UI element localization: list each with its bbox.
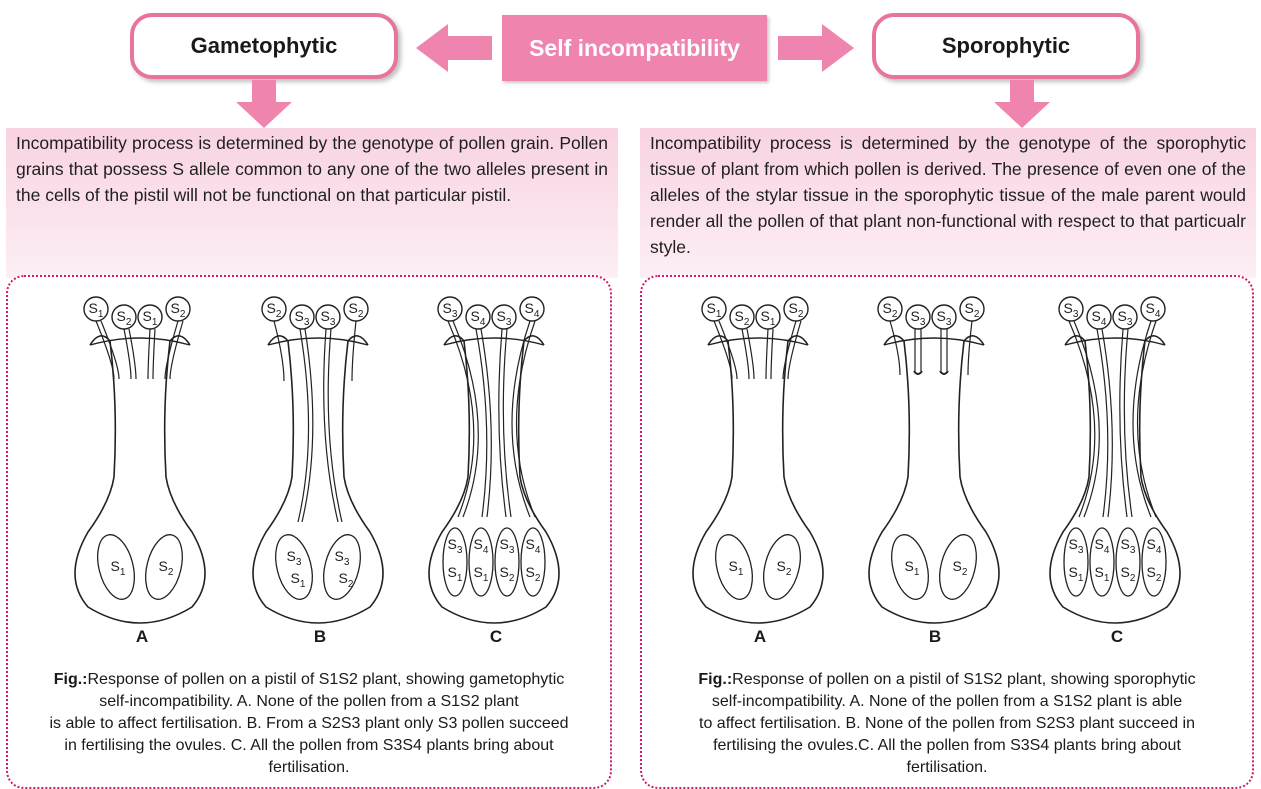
self-incompatibility-box: Self incompatibility bbox=[502, 15, 767, 81]
caption-line-5: fertilisation. bbox=[8, 757, 610, 779]
pistil-b-outline bbox=[253, 336, 383, 623]
ovule bbox=[318, 531, 367, 603]
sporophytic-box: Sporophytic bbox=[872, 13, 1140, 79]
pollen-tube bbox=[101, 321, 119, 379]
letter-a: A bbox=[740, 627, 780, 647]
pistil-b-outline bbox=[869, 336, 999, 623]
pollen-tube bbox=[890, 321, 900, 375]
pistil-b-stigma bbox=[268, 338, 368, 345]
pollen-tube bbox=[352, 321, 356, 381]
pollen-tube bbox=[274, 321, 284, 381]
letter-c: C bbox=[1097, 627, 1137, 647]
sporophytic-label: Sporophytic bbox=[942, 33, 1070, 59]
pollen-tube-long bbox=[1133, 321, 1151, 517]
pollen-tube-long bbox=[298, 329, 309, 522]
sporophytic-description-area: Incompatibility process is determined by… bbox=[640, 128, 1256, 278]
pollen-tube bbox=[788, 321, 801, 379]
gametophytic-box: Gametophytic bbox=[130, 13, 398, 79]
caption-line-2: self-incompatibility. A. None of the pol… bbox=[642, 691, 1252, 713]
caption-line-1: Response of pollen on a pistil of S1S2 p… bbox=[88, 671, 565, 688]
letter-c: C bbox=[476, 627, 516, 647]
sporophytic-description: Incompatibility process is determined by… bbox=[650, 130, 1246, 260]
caption-fig-label: Fig.: bbox=[698, 671, 732, 688]
caption-line-4: in fertilising the ovules. C. All the po… bbox=[8, 735, 610, 757]
caption-line-1: Response of pollen on a pistil of S1S2 p… bbox=[732, 671, 1195, 688]
sporophytic-panel: Incompatibility process is determined by… bbox=[640, 128, 1256, 782]
pollen-tube bbox=[148, 329, 150, 379]
down-arrow-left-icon bbox=[234, 80, 294, 130]
gametophytic-label: Gametophytic bbox=[191, 33, 338, 59]
pistil-b-stigma bbox=[884, 338, 984, 345]
self-incompatibility-label: Self incompatibility bbox=[529, 35, 740, 62]
letter-b: B bbox=[915, 627, 955, 647]
pollen-tube-tip bbox=[914, 371, 922, 374]
caption-fig-label: Fig.: bbox=[54, 671, 88, 688]
pollen-tube bbox=[719, 321, 737, 379]
gametophytic-description: Incompatibility process is determined by… bbox=[16, 130, 608, 208]
pollen-tube-long bbox=[503, 329, 511, 517]
letter-a: A bbox=[122, 627, 162, 647]
down-arrow-right-icon bbox=[992, 80, 1052, 130]
caption-line-3: to affect fertilisation. B. None of the … bbox=[642, 713, 1252, 735]
pollen-tube bbox=[766, 329, 768, 379]
pollen-tube-long bbox=[512, 321, 530, 517]
pollen-tube bbox=[170, 321, 183, 379]
caption-line-2: self-incompatibility. A. None of the pol… bbox=[8, 691, 610, 713]
pollen-tube bbox=[968, 321, 972, 375]
ovule bbox=[270, 531, 319, 603]
gametophytic-description-area: Incompatibility process is determined by… bbox=[6, 128, 618, 278]
pollen-tube-tip bbox=[940, 371, 948, 374]
pistil-a-outline bbox=[693, 336, 823, 623]
caption-line-5: fertilisation. bbox=[642, 757, 1252, 779]
pollen-tube bbox=[771, 329, 773, 379]
sporophytic-caption: Fig.:Response of pollen on a pistil of S… bbox=[642, 669, 1252, 779]
pollen-tube bbox=[941, 329, 947, 371]
pollen-tube bbox=[153, 329, 155, 379]
gametophytic-caption: Fig.:Response of pollen on a pistil of S… bbox=[8, 669, 610, 779]
pistil-a-outline bbox=[75, 336, 205, 623]
caption-line-3: is able to affect fertilisation. B. From… bbox=[8, 713, 610, 735]
pollen-tube-long bbox=[1124, 329, 1132, 517]
right-arrow-icon bbox=[776, 20, 856, 76]
letter-b: B bbox=[300, 627, 340, 647]
caption-line-4: fertilising the ovules.C. All the pollen… bbox=[642, 735, 1252, 757]
pollen-tube bbox=[915, 329, 921, 371]
left-arrow-icon bbox=[416, 20, 494, 76]
pollen-tube-long bbox=[328, 329, 342, 522]
gametophytic-panel: Incompatibility process is determined by… bbox=[6, 128, 618, 782]
gametophytic-pistils-figure: S1S2S1S2S1S2S2S3S3S2S3S1S3S2S3S4S3S4S3S1… bbox=[8, 277, 608, 657]
